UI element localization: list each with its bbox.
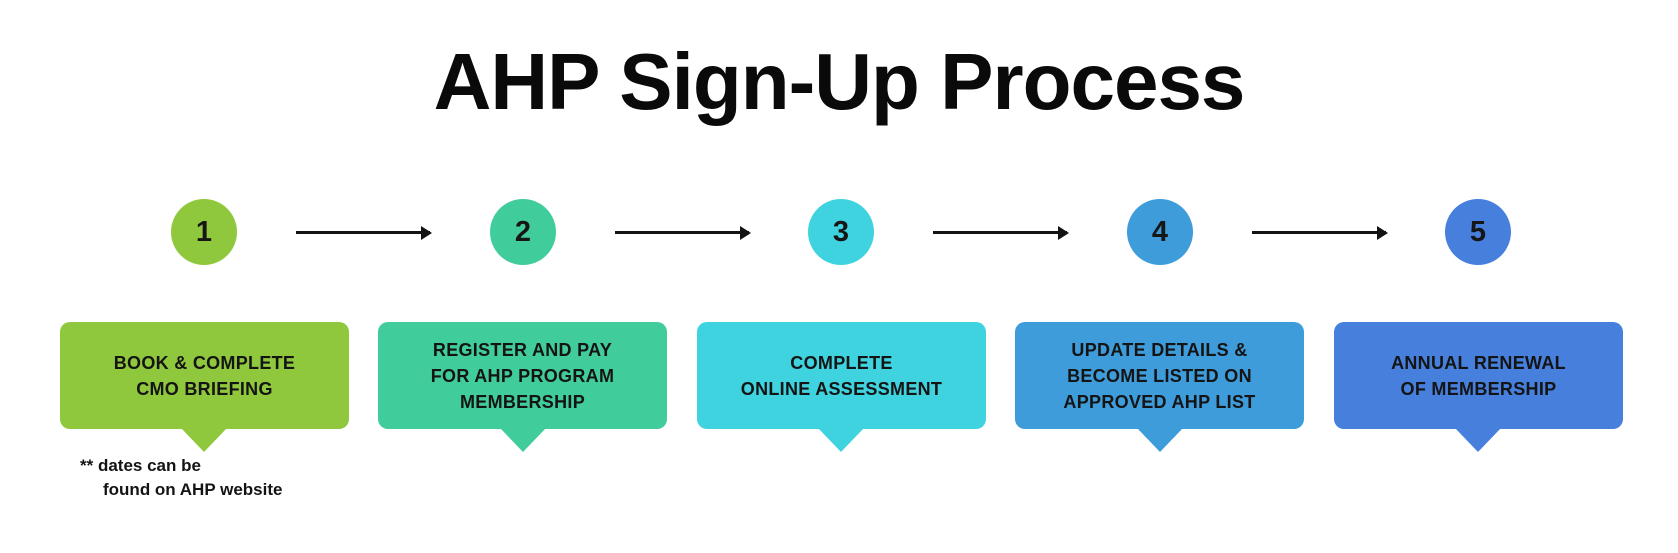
footnote: ** dates can be found on AHP website [80, 454, 282, 502]
step-4-circle: 4 [1127, 199, 1193, 265]
step-5-number: 5 [1469, 215, 1487, 248]
step-1-label: BOOK & COMPLETE CMO BRIEFING [113, 352, 296, 399]
step-3-circle: 3 [808, 199, 874, 265]
step-2-label: REGISTER AND PAY FOR AHP PROGRAM MEMBERS… [430, 339, 615, 412]
step-3-label: COMPLETE ONLINE ASSESSMENT [740, 352, 943, 399]
step-2-pointer-icon [500, 428, 546, 452]
step-3-pointer-icon [818, 428, 864, 452]
step-4-number: 4 [1151, 215, 1169, 248]
arrow-right-icon [933, 226, 1069, 239]
step-5-pointer-icon [1455, 428, 1501, 452]
step-1-pointer-icon [181, 428, 227, 452]
step-1-circle: 1 [171, 199, 237, 265]
step-2-number: 2 [514, 215, 532, 248]
step-2-circle: 2 [490, 199, 556, 265]
step-4-label: UPDATE DETAILS & BECOME LISTED ON APPROV… [1063, 339, 1256, 412]
step-5-label: ANNUAL RENEWAL OF MEMBERSHIP [1391, 352, 1566, 399]
arrow-right-icon [296, 226, 432, 239]
arrow-right-icon [1252, 226, 1388, 239]
step-3-number: 3 [832, 215, 850, 248]
step-2-box: REGISTER AND PAY FOR AHP PROGRAM MEMBERS… [378, 322, 667, 429]
page-title: AHP Sign-Up Process [433, 37, 1246, 126]
step-5-circle: 5 [1445, 199, 1511, 265]
arrow-right-icon [615, 226, 751, 239]
step-1-box: BOOK & COMPLETE CMO BRIEFING [60, 322, 349, 429]
footnote-line-2: found on AHP website [103, 480, 283, 499]
step-3-box: COMPLETE ONLINE ASSESSMENT [697, 322, 986, 429]
step-1-number: 1 [195, 215, 213, 248]
footnote-line-1: ** dates can be [80, 456, 201, 475]
step-5-box: ANNUAL RENEWAL OF MEMBERSHIP [1334, 322, 1623, 429]
step-4-box: UPDATE DETAILS & BECOME LISTED ON APPROV… [1015, 322, 1304, 429]
step-4-pointer-icon [1137, 428, 1183, 452]
